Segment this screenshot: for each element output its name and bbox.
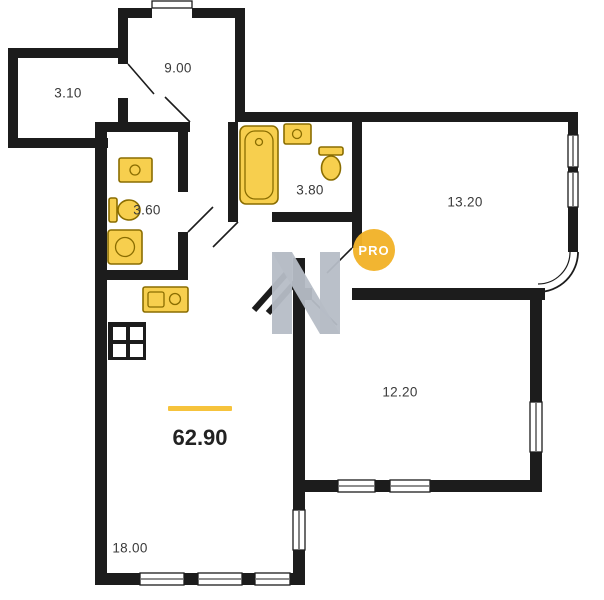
wall-segment [568,122,578,135]
toilet-icon [108,197,141,223]
wall-segment [8,138,108,148]
watermark-badge-label: PRO [358,243,389,258]
room-area-label: 9.00 [164,60,192,76]
wall-segment [228,122,238,212]
window [337,479,376,493]
total-area-accent-bar [168,406,232,411]
wall-segment [293,258,305,480]
sink-icon [283,123,312,145]
window [567,171,579,208]
wall-segment [118,8,152,18]
washing-machine-icon [107,229,143,265]
wall-segment [568,207,578,252]
room-area-label: 3.80 [296,182,324,198]
wall-segment [568,167,578,172]
room-area-label: 18.00 [112,540,148,556]
total-area-label: 62.90 [172,425,228,450]
wall-segment [293,492,305,510]
wall-segment [8,48,18,148]
wall-segment [95,270,188,280]
toilet-icon [318,146,344,181]
wall-segment [352,288,545,300]
door-swing [164,96,191,123]
window [389,479,431,493]
wall-segment [293,480,338,492]
wall-segment [118,8,128,64]
window [567,134,579,168]
room-area-label: 13.20 [447,194,483,210]
wall-segment [235,8,245,122]
windows [139,134,579,586]
door-swing [127,63,155,95]
kitchen-sink-icon [142,286,189,313]
sink-icon [118,157,153,183]
wall-segment [8,48,118,58]
room-area-label: 12.20 [382,384,418,400]
wall-segment [530,300,542,402]
window [197,572,243,586]
wall-segment [352,122,362,248]
window [529,401,543,453]
door-swing [212,221,239,248]
wall-segment [184,573,198,585]
room-area-label: 3.10 [54,85,82,101]
window [292,509,306,551]
wall-segment [95,573,140,585]
watermark-logo: PRO [272,229,395,334]
entrance-door-icon [151,0,193,9]
wall-segment [293,550,305,585]
logo-circle-icon [353,229,395,271]
window [254,572,291,586]
fixtures [107,123,344,360]
logo-n-icon [272,252,340,334]
bathtub-icon [239,125,279,205]
wall-segment [95,122,190,132]
wall-segment [242,573,255,585]
wall-segment [95,125,107,585]
door-swing [187,206,214,233]
wall-segment [272,212,362,222]
wall-segment [235,112,578,122]
wall-segment [192,8,245,18]
wall-segment [178,122,188,192]
wall-segment [228,212,238,222]
curved-glass-wall [537,251,579,293]
walls [8,8,578,585]
wall-segment [118,98,128,132]
room-area-label: 3.60 [133,202,161,218]
wall-segment [375,480,390,492]
wall-segment [178,232,188,280]
window [139,572,185,586]
wall-segment [430,480,542,492]
stove-icon [108,322,146,360]
